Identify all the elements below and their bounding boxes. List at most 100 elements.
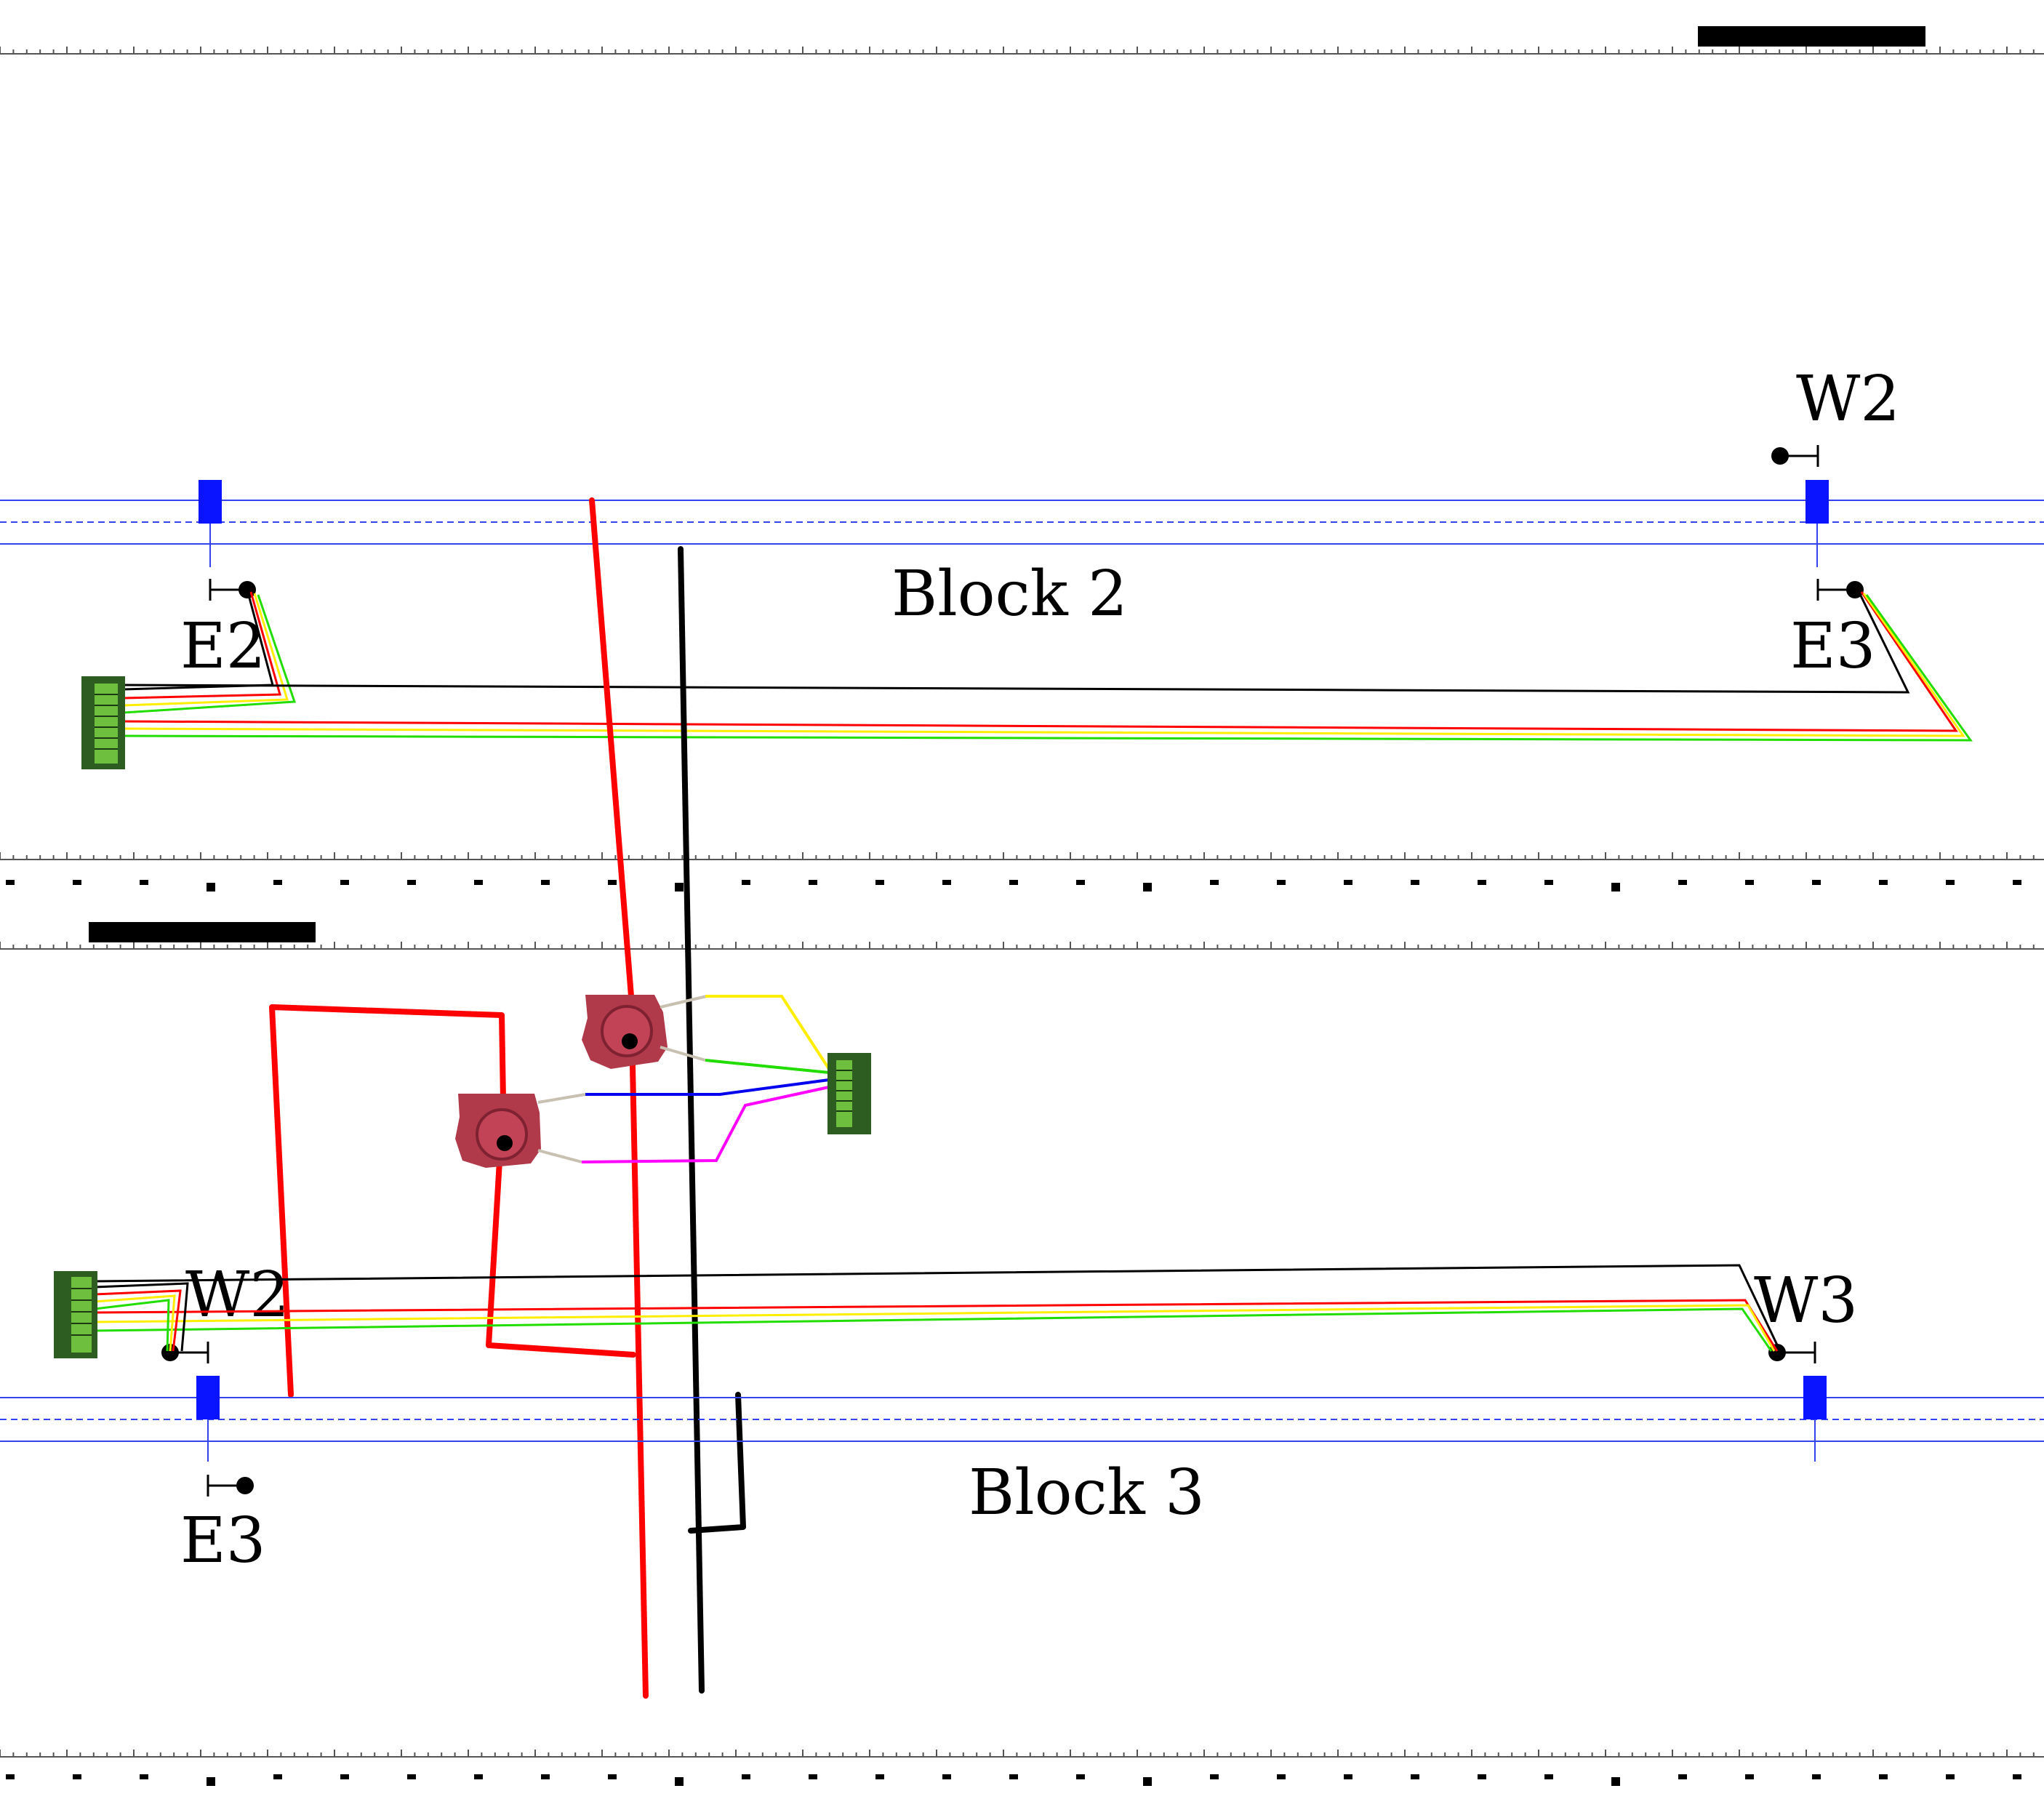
ruler-mark (6, 880, 15, 885)
ruler-mark (1946, 1774, 1955, 1779)
wire-yellow (123, 593, 1965, 737)
wire-black (123, 589, 1910, 694)
ruler-mark (1611, 883, 1620, 892)
ruler-mark (340, 880, 349, 885)
ruler-mark (1678, 880, 1687, 885)
green-terminal-strip-icon (827, 1053, 871, 1134)
ruler-mark (474, 1774, 483, 1779)
ruler-mark (2013, 1774, 2021, 1779)
signal-label-e2: E2 (180, 610, 266, 683)
lower-signal-west (196, 1376, 220, 1462)
ruler-mark (809, 1774, 817, 1779)
ruler-mark (207, 1777, 215, 1786)
wire-yellow (123, 593, 289, 707)
signal-marker-w3 (1768, 1342, 1816, 1363)
ruler-mark (608, 1774, 617, 1779)
lower-track (0, 1397, 2044, 1442)
feeder-red-loop (269, 1004, 636, 1398)
ruler-mark (541, 1774, 550, 1779)
ruler-mark (1544, 880, 1553, 885)
block-label-3: Block 3 (969, 1457, 1205, 1529)
blue-signal-head-icon (196, 1376, 220, 1419)
signal-label-w2-upper: W2 (1796, 363, 1900, 436)
ruler-mark (942, 880, 951, 885)
wire-green (705, 1059, 830, 1074)
ruler-mark (140, 1774, 148, 1779)
ruler-mark (1879, 880, 1888, 885)
ruler-mark (1946, 880, 1955, 885)
ruler-mark (1277, 1774, 1286, 1779)
feeder-black-main (678, 546, 705, 1694)
ruler-mark (1076, 1774, 1085, 1779)
wire-yellow (94, 1294, 176, 1352)
bottom-ruler (0, 1750, 2044, 1786)
ruler-mark (742, 880, 750, 885)
ruler-mark (875, 880, 884, 885)
upper-signal-east (1805, 480, 1829, 567)
scale-bar-middle (89, 922, 316, 942)
ruler-mark (1344, 1774, 1352, 1779)
wire-green (94, 1307, 1773, 1352)
wire-red (123, 591, 281, 700)
middle-ruler-marks (6, 880, 2021, 892)
signal-label-e3-upper: E3 (1790, 610, 1876, 683)
middle-ruler (0, 852, 2044, 950)
middle-ruler-ticks (0, 852, 2035, 860)
ruler-mark (340, 1774, 349, 1779)
ruler-mark (73, 880, 81, 885)
ruler-mark (541, 880, 550, 885)
wire-red (94, 1289, 182, 1352)
wire-black (94, 1264, 1782, 1352)
wire-yellow (705, 995, 830, 1070)
ruler-mark (1009, 1774, 1018, 1779)
ruler-mark (1678, 1774, 1687, 1779)
ruler-mark (273, 880, 282, 885)
sensor-leads (537, 995, 830, 1163)
ruler-mark (6, 1774, 15, 1779)
blue-signal-head-icon (1805, 480, 1829, 524)
ruler-mark (1344, 880, 1352, 885)
signal-label-e3-lower: E3 (180, 1504, 266, 1577)
ruler-mark (207, 883, 215, 892)
ruler-mark (474, 880, 483, 885)
ruler-mark (2013, 880, 2021, 885)
upper-track (0, 500, 2044, 545)
top-ruler (0, 47, 2044, 55)
signal-marker-w2-lower (161, 1342, 209, 1363)
ruler-mark (1143, 1777, 1152, 1786)
ruler-mark (1143, 883, 1152, 892)
wire-green (123, 594, 297, 714)
ruler-mark (608, 880, 617, 885)
ruler-mark (1411, 880, 1419, 885)
signal-marker-e3-lower (207, 1475, 254, 1497)
ruler-mark (1210, 1774, 1219, 1779)
upper-signal-west (199, 480, 222, 567)
blue-signal-head-icon (199, 480, 222, 524)
wire-red (94, 1299, 1779, 1352)
ruler-mark (675, 1777, 684, 1786)
ruler-mark (942, 1774, 951, 1779)
ruler-mark (1611, 1777, 1620, 1786)
red-current-transformer-icon (455, 1094, 541, 1168)
feeder-black-stub (688, 1392, 746, 1534)
middle-ruler-lower-ticks (0, 942, 2035, 949)
green-terminal-strip-icon (81, 676, 125, 769)
green-terminal-strip-icon (54, 1271, 97, 1358)
ruler-mark (1879, 1774, 1888, 1779)
ruler-mark (809, 880, 817, 885)
wire-green (94, 1299, 170, 1352)
ruler-mark (1210, 880, 1219, 885)
ruler-mark (407, 880, 416, 885)
ruler-mark (1277, 880, 1286, 885)
ruler-mark (1544, 1774, 1553, 1779)
wire-magenta (581, 1086, 830, 1163)
ruler-mark (73, 1774, 81, 1779)
ruler-mark (1411, 1774, 1419, 1779)
ruler-mark (1009, 880, 1018, 885)
ruler-mark (140, 880, 148, 885)
lower-signal-harness (94, 1264, 1782, 1352)
ruler-mark (1745, 880, 1754, 885)
top-ruler-ticks (0, 47, 2035, 54)
bottom-ruler-ticks (0, 1750, 2035, 1757)
ruler-mark (407, 1774, 416, 1779)
